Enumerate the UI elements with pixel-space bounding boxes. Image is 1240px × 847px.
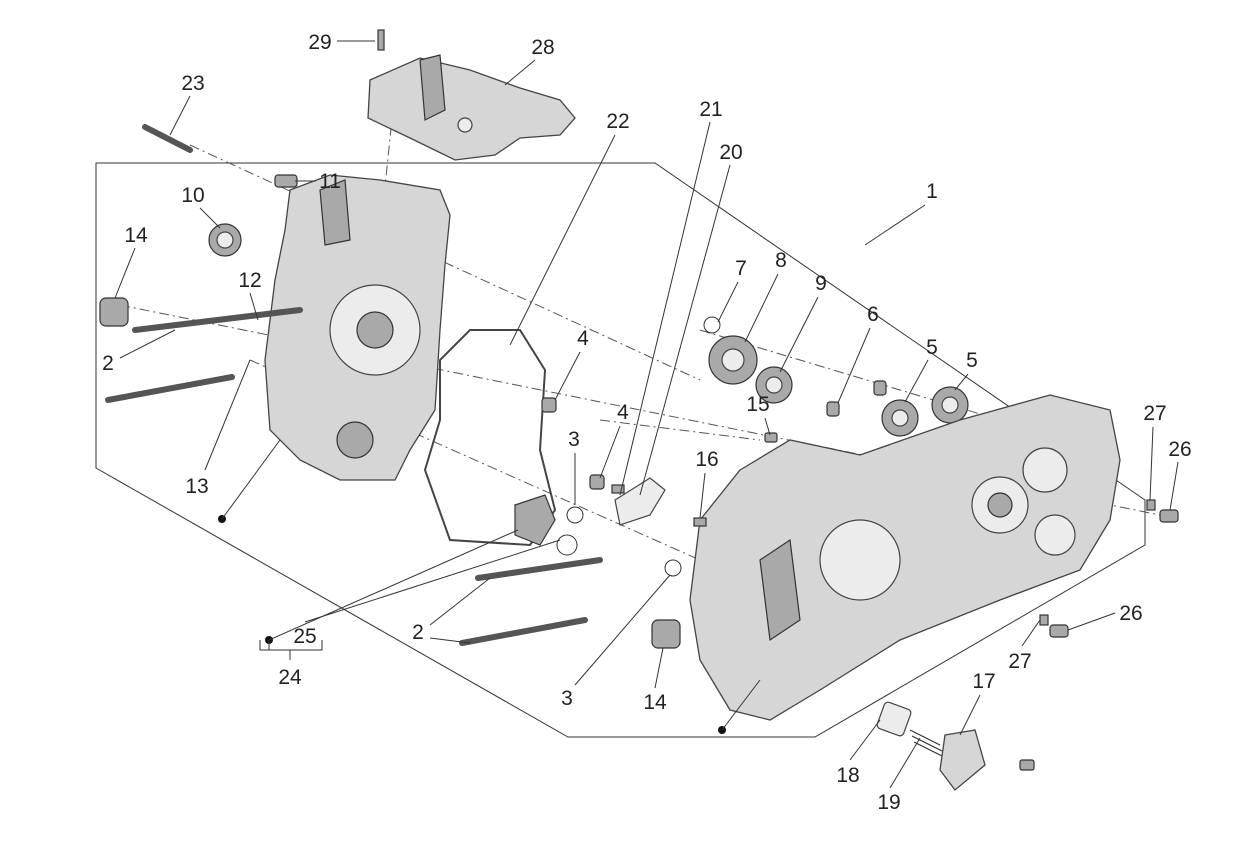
callout-3: 3 (568, 428, 580, 451)
callout-16: 16 (695, 448, 718, 471)
callout-27b: 27 (1008, 650, 1031, 673)
callout-13: 13 (185, 475, 208, 498)
callout-9: 9 (815, 272, 827, 295)
callout-23: 23 (181, 72, 204, 95)
callout-24: 24 (278, 666, 302, 689)
callout-5b: 5 (966, 349, 978, 372)
callout-10: 10 (181, 184, 204, 207)
callout-25: 25 (293, 625, 316, 648)
callout-12: 12 (238, 269, 261, 292)
callout-5: 5 (926, 336, 938, 359)
callout-28: 28 (531, 36, 554, 59)
callout-19: 19 (877, 791, 900, 814)
callout-2: 2 (102, 352, 114, 375)
callout-21: 21 (699, 98, 722, 121)
callout-6: 6 (867, 303, 879, 326)
callout-4b: 4 (617, 401, 629, 424)
callout-29: 29 (308, 31, 331, 54)
callout-2b: 2 (412, 621, 424, 644)
callout-17: 17 (972, 670, 995, 693)
bushing-part (99, 297, 129, 327)
callout-7: 7 (735, 257, 747, 280)
callout-4: 4 (577, 327, 589, 350)
callout-labels: 29 28 23 22 21 20 1 11 10 14 12 7 8 9 6 … (102, 31, 1192, 814)
callout-26: 26 (1168, 438, 1191, 461)
gasket-part (423, 329, 557, 547)
callout-15: 15 (746, 393, 769, 416)
callout-20: 20 (719, 141, 742, 164)
callout-1: 1 (926, 180, 938, 203)
top-cover-part (367, 29, 576, 161)
callout-14b: 14 (643, 691, 667, 714)
assembly-outline (95, 162, 1146, 738)
callout-3b: 3 (561, 687, 573, 710)
callout-26b: 26 (1119, 602, 1142, 625)
left-crankcase-part (264, 174, 451, 481)
long-bolt-part (142, 124, 193, 153)
callout-27: 27 (1143, 402, 1166, 425)
callout-18: 18 (836, 764, 859, 787)
callout-22: 22 (606, 110, 629, 133)
callout-8: 8 (775, 249, 787, 272)
callout-14: 14 (124, 224, 148, 247)
callout-11: 11 (319, 170, 341, 193)
right-crankcase-part (689, 394, 1121, 721)
leader-lines (114, 40, 1179, 789)
filter-part (514, 494, 556, 546)
